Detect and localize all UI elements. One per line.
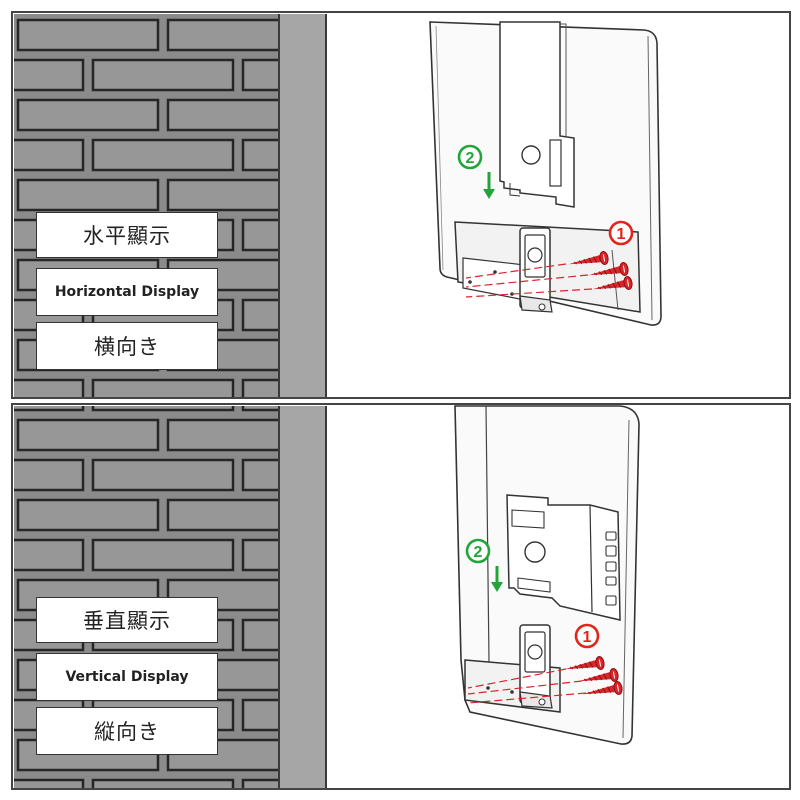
label-horizontal-english: Horizontal Display bbox=[36, 268, 218, 316]
wall-pillar bbox=[279, 406, 326, 788]
wall-pillar bbox=[279, 14, 326, 397]
label-vertical-chinese: 垂直顯示 bbox=[36, 597, 218, 643]
mount-plate-device bbox=[506, 494, 621, 621]
hole-icon bbox=[527, 644, 543, 660]
step-2-number: 2 bbox=[466, 150, 475, 167]
step-1-number: 1 bbox=[583, 629, 592, 646]
horizontal-panel: 2 1 bbox=[11, 11, 791, 399]
step-2-badge: 2 bbox=[457, 144, 483, 170]
panel-border bbox=[11, 11, 791, 399]
step-1-number: 1 bbox=[617, 226, 626, 243]
label-vertical-japanese: 縦向き bbox=[36, 707, 218, 755]
hole-icon bbox=[524, 541, 546, 563]
wall-bracket bbox=[519, 624, 553, 709]
step-2-badge: 2 bbox=[465, 538, 491, 564]
arrow-down-icon bbox=[491, 566, 503, 592]
hole-icon bbox=[527, 247, 543, 263]
step-1-badge: 1 bbox=[574, 623, 600, 649]
vesa-mount-plate bbox=[499, 21, 575, 208]
screw-guide-lines bbox=[467, 668, 587, 704]
hole-icon bbox=[521, 145, 541, 165]
arrow-down-icon bbox=[483, 172, 495, 199]
screw-guide-lines bbox=[465, 263, 593, 298]
label-horizontal-japanese: 横向き bbox=[36, 322, 218, 370]
step-2-number: 2 bbox=[474, 544, 483, 561]
step-1-badge: 1 bbox=[608, 220, 634, 246]
device-ports bbox=[605, 531, 617, 606]
panel-border bbox=[11, 403, 791, 790]
label-horizontal-chinese: 水平顯示 bbox=[36, 212, 218, 258]
label-vertical-english: Vertical Display bbox=[36, 653, 218, 701]
